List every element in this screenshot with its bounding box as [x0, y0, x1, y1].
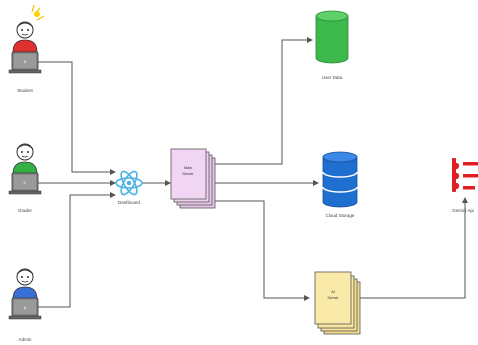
main-server-node: Main Server [170, 148, 216, 209]
grader-node: C Grader [8, 143, 42, 213]
student-label: Student [17, 88, 33, 93]
gemini-node: Gemini Api [452, 158, 478, 213]
gemini-logo-icon [452, 158, 478, 192]
react-atom-icon [115, 170, 143, 196]
student-node: A Student [8, 4, 45, 93]
admin-node: A Admin [8, 268, 42, 342]
main-server-label-line2: Server [182, 172, 194, 176]
admin-label: Admin [19, 337, 32, 342]
edge-admin-dashboard [38, 192, 116, 308]
database-cylinder-icon [315, 10, 349, 64]
main-server-box [170, 148, 207, 200]
user-data-label: User Data [322, 75, 343, 80]
grader-avatar-icon [12, 143, 38, 175]
svg-text:A: A [24, 305, 27, 310]
student-laptop-icon: A [8, 51, 42, 74]
ai-server-label: AI [331, 290, 335, 294]
grader-label: Grader [18, 208, 33, 213]
edge-mainserver-aiserver [213, 200, 310, 301]
admin-laptop-icon: A [8, 297, 42, 320]
edge-aiserver-gemini [356, 197, 468, 299]
admin-avatar-icon [12, 268, 38, 300]
svg-text:C: C [24, 180, 27, 185]
dashboard-node: Dashboard [115, 170, 143, 205]
edge-mainserver-userdata [213, 37, 313, 165]
svg-text:A: A [24, 59, 27, 64]
main-server-label: Main [184, 166, 192, 170]
grader-laptop-icon: C [8, 172, 42, 195]
ai-server-box [314, 271, 352, 325]
dashboard-label: Dashboard [118, 200, 141, 205]
ai-server-node: AI Server [314, 271, 361, 335]
ai-server-label-line2: Server [327, 296, 339, 300]
stacked-database-icon [322, 151, 358, 208]
lightbulb-icon [31, 4, 45, 21]
user-data-node: User Data [315, 10, 349, 80]
edge-student-dashboard [38, 61, 116, 175]
cloud-storage-node: Cloud Storage [322, 151, 358, 218]
cloud-storage-label: Cloud Storage [326, 213, 355, 218]
edges [38, 37, 468, 308]
gemini-label: Gemini Api [452, 208, 474, 213]
student-avatar-icon [12, 21, 38, 53]
